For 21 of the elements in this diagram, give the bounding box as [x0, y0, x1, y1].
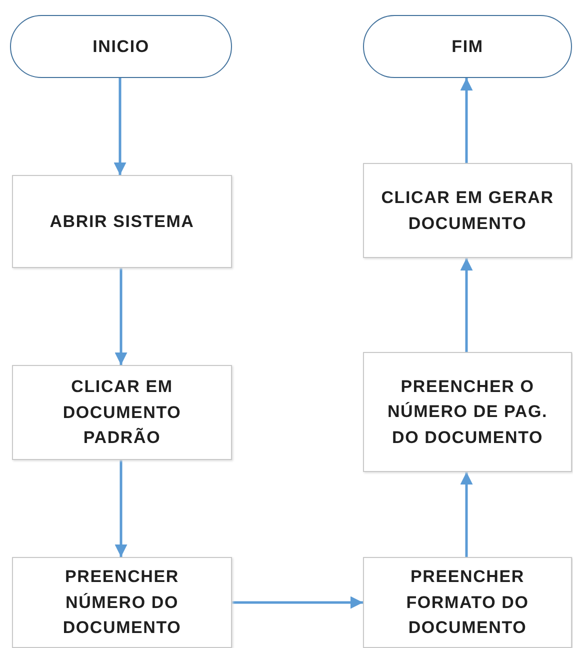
- arrow: [460, 258, 473, 352]
- node-label: PREENCHER FORMATO DO DOCUMENTO: [405, 566, 530, 640]
- arrow: [114, 268, 128, 365]
- node-label: INICIO: [92, 36, 150, 58]
- node-label: ABRIR SISTEMA: [48, 210, 196, 233]
- process-box: [363, 557, 572, 648]
- process-box: [363, 352, 572, 472]
- arrow: [114, 78, 126, 175]
- arrow: [460, 472, 473, 557]
- process-box: [363, 163, 572, 258]
- node-label: PREENCHER O NÚMERO DE PAG. DO DOCUMENTO: [386, 376, 549, 449]
- process-box: [12, 365, 232, 460]
- process-box: [12, 175, 232, 268]
- process-box: [12, 557, 232, 648]
- arrow: [232, 596, 363, 609]
- node-label: CLICAR EM DOCUMENTO PADRÃO: [62, 376, 182, 450]
- node-label: FIM: [450, 36, 484, 58]
- node-label: PREENCHER NÚMERO DO DOCUMENTO: [62, 566, 182, 640]
- node-label: CLICAR EM GERAR DOCUMENTO: [380, 187, 555, 234]
- arrow: [114, 460, 128, 557]
- arrow: [460, 78, 473, 163]
